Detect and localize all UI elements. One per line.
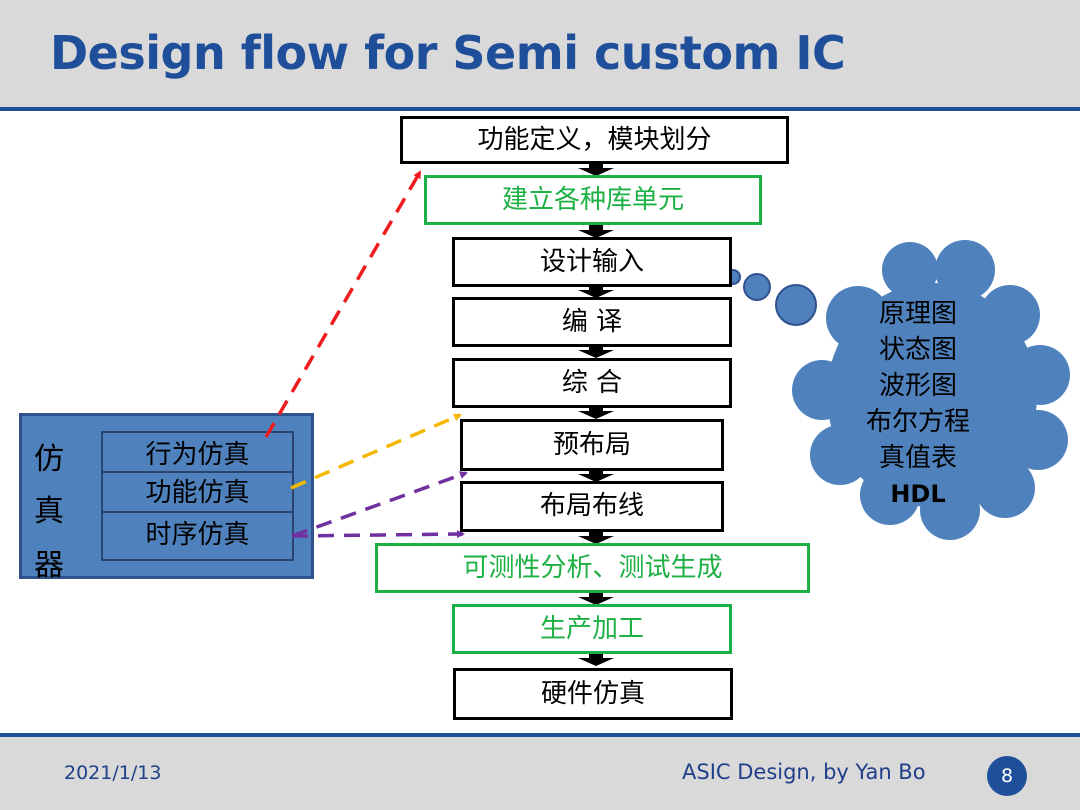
flow-arrow-1 (578, 162, 614, 176)
flow-step-hardware-emulation: 硬件仿真 (453, 668, 733, 720)
flow-step-compile: 编 译 (452, 297, 732, 347)
flow-arrow-8 (578, 591, 614, 605)
bubble-item-boolean-equation: 布尔方程 (865, 407, 970, 437)
flow-arrow-9 (578, 652, 614, 666)
flow-step-synthesis: 综 合 (452, 358, 732, 408)
flow-arrow-7 (578, 530, 614, 544)
flow-arrow-5 (578, 406, 614, 419)
page-number-badge: 8 (987, 756, 1027, 796)
flow-arrow-2 (578, 224, 614, 238)
flow-step-manufacturing: 生产加工 (452, 604, 732, 654)
timing-sim-arrow-to-routing (291, 530, 465, 539)
flow-step-place-route: 布局布线 (460, 481, 724, 532)
functional-sim-arrow (290, 413, 462, 490)
footer-credit: ASIC Design, by Yan Bo (682, 760, 926, 784)
bubble-item-waveform: 波形图 (878, 371, 957, 401)
behavioral-sim-arrow (264, 170, 422, 438)
bubble-item-state-diagram: 状态图 (878, 335, 957, 365)
flow-step-pre-layout: 预布局 (460, 419, 724, 471)
simulator-label-char-2: 真 (34, 494, 64, 529)
bubble-item-hdl: HDL (890, 480, 946, 508)
bubble-cloud (792, 240, 1070, 540)
timing-simulation-item: 时序仿真 (101, 511, 294, 561)
simulator-label-char-3: 器 (34, 548, 64, 583)
header-bar (0, 0, 1080, 107)
simulator-label-char-1: 仿 (34, 442, 64, 477)
bubble-item-truth-table: 真值表 (878, 443, 957, 473)
bubble-item-schematic: 原理图 (878, 299, 957, 329)
flow-arrow-3 (578, 285, 614, 298)
flow-step-design-input: 设计输入 (452, 237, 732, 287)
footer-bar (0, 737, 1080, 810)
bubble-dot-large (775, 284, 817, 326)
flow-step-testability-analysis: 可测性分析、测试生成 (375, 543, 810, 593)
page-title: Design flow for Semi custom IC (50, 26, 846, 80)
flow-step-build-library: 建立各种库单元 (424, 175, 762, 225)
flow-arrows (578, 162, 614, 666)
functional-simulation-item: 功能仿真 (101, 471, 294, 513)
timing-sim-arrow-to-prelayout (291, 471, 468, 538)
flow-arrow-6 (578, 469, 614, 482)
thought-bubble (725, 240, 1070, 540)
footer-divider (0, 733, 1080, 737)
flow-arrow-4 (578, 345, 614, 358)
header-divider (0, 107, 1080, 111)
bubble-dot-medium (743, 273, 771, 301)
footer-date: 2021/1/13 (64, 762, 162, 784)
flow-step-function-definition: 功能定义，模块划分 (400, 116, 789, 164)
